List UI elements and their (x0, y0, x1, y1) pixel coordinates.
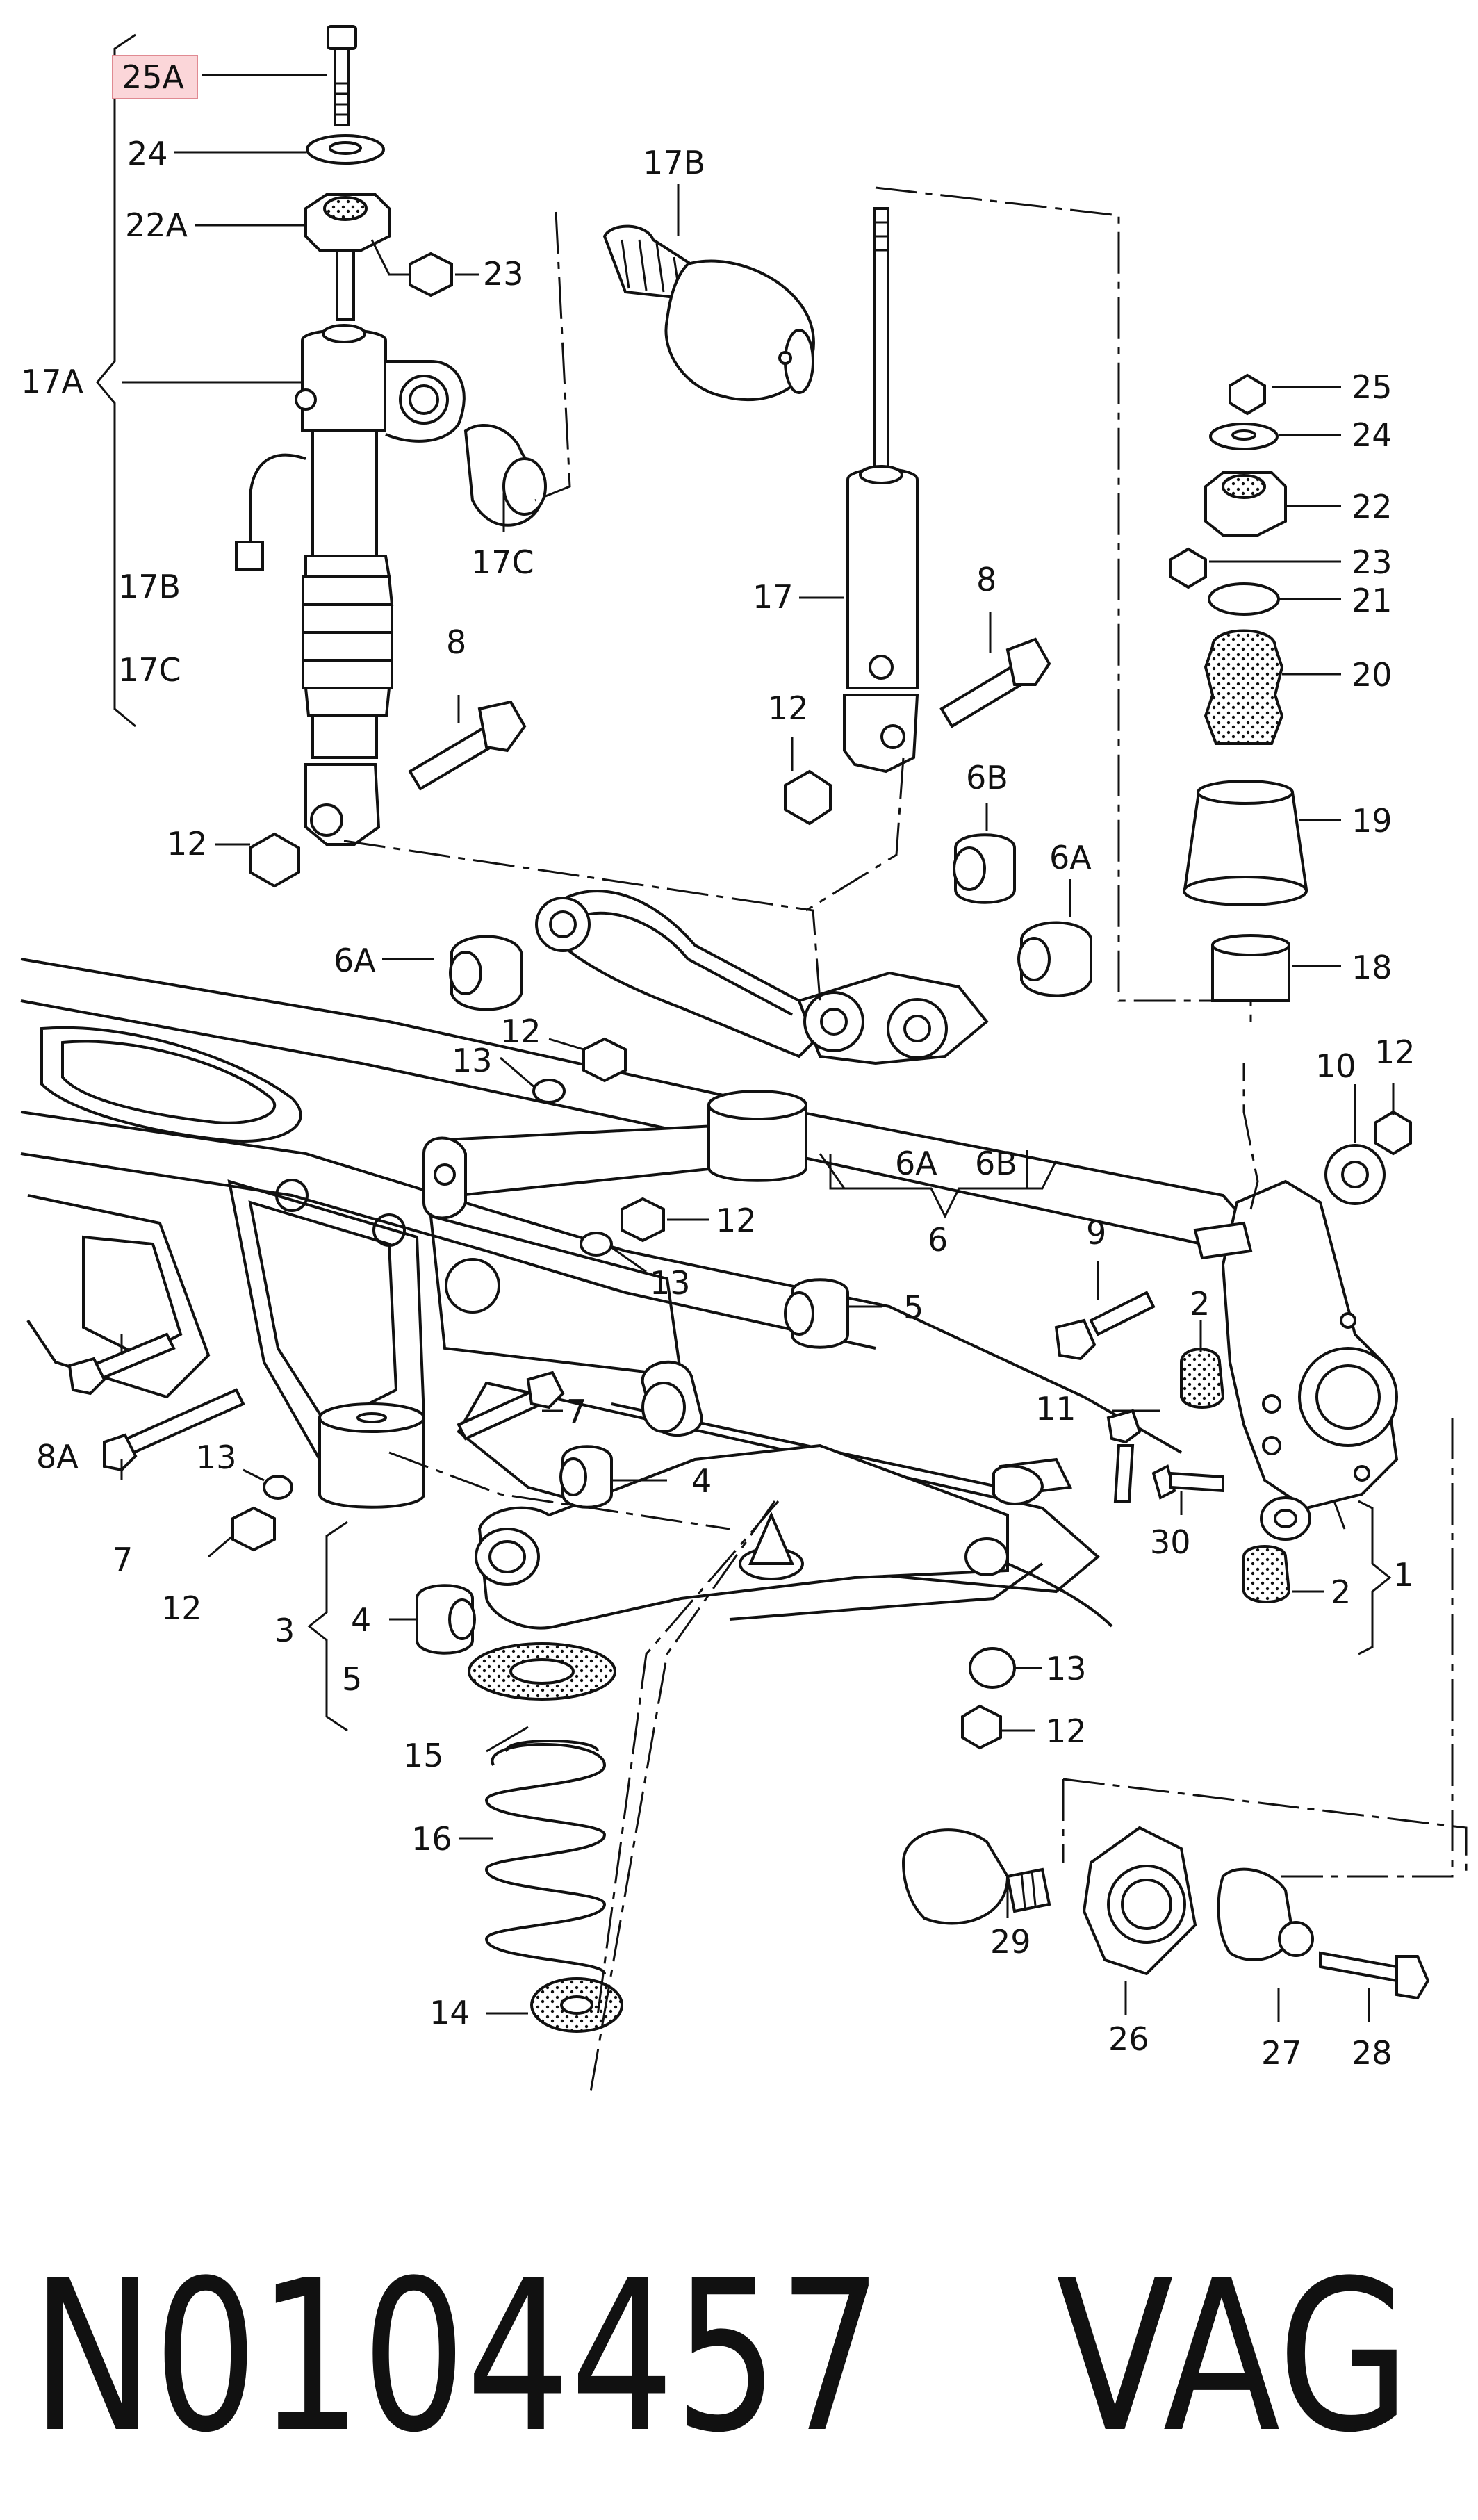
callout-23-right[interactable]: 23 (1352, 543, 1393, 581)
callout-15[interactable]: 15 (403, 1737, 444, 1774)
callout-12-low[interactable]: 12 (161, 1589, 202, 1627)
callout-17[interactable]: 17 (753, 578, 794, 616)
callout-8-left[interactable]: 8 (446, 623, 466, 661)
upper-control-arms-6 (422, 833, 1092, 1257)
callout-10[interactable]: 10 (1315, 1047, 1356, 1085)
callout-19[interactable]: 19 (1352, 802, 1393, 840)
callout-25A-top[interactable]: 25A (122, 58, 185, 96)
callout-13-link[interactable]: 13 (1046, 1650, 1087, 1687)
callout-27[interactable]: 27 (1261, 2034, 1302, 2072)
callout-8-mid[interactable]: 8 (976, 561, 996, 598)
nut-12-left (249, 832, 300, 888)
hub-assembly (901, 1826, 1430, 2000)
callout-4-top[interactable]: 4 (691, 1462, 712, 1500)
callout-12-link[interactable]: 12 (1046, 1712, 1087, 1750)
coil-spring (468, 1642, 623, 2033)
callout-22A[interactable]: 22A (125, 206, 188, 244)
callout-9[interactable]: 9 (1086, 1214, 1106, 1252)
callout-6B-top[interactable]: 6B (966, 759, 1008, 796)
air-spring-17B (602, 224, 815, 402)
callout-6A-right[interactable]: 6A (1049, 839, 1092, 876)
callout-26[interactable]: 26 (1108, 2020, 1149, 2058)
callout-17B-list[interactable]: 17B (118, 568, 181, 605)
callout-13-low[interactable]: 13 (196, 1439, 237, 1476)
callout-13-arm-b[interactable]: 13 (650, 1264, 691, 1302)
callout-23-top[interactable]: 23 (483, 255, 524, 293)
shock-absorber-17 (843, 207, 919, 774)
callout-6A-group[interactable]: 6A (895, 1145, 937, 1182)
callout-13-arm-a[interactable]: 13 (452, 1042, 493, 1079)
subframe (20, 958, 1280, 1628)
callout-2-top[interactable]: 2 (1190, 1285, 1210, 1323)
wheel-knuckle (961, 1110, 1412, 1750)
leader-lines (96, 33, 1395, 2022)
brand-name: VAG (1056, 2236, 1411, 2478)
callout-12-arm-a[interactable]: 12 (500, 1013, 541, 1050)
callout-14[interactable]: 14 (429, 1994, 470, 2031)
part-number: N0104457 (31, 2236, 882, 2478)
callout-17C-right[interactable]: 17C (471, 543, 534, 581)
callout-7-low[interactable]: 7 (113, 1541, 133, 1578)
callout-30[interactable]: 30 (1150, 1523, 1191, 1561)
callout-4-low[interactable]: 4 (351, 1601, 371, 1639)
bolt-8-mid (939, 637, 1051, 728)
callout-21[interactable]: 21 (1352, 582, 1393, 619)
callout-24-right[interactable]: 24 (1352, 416, 1393, 454)
callout-16[interactable]: 16 (411, 1820, 452, 1858)
bolt-8-left (408, 700, 527, 791)
callout-17C-list[interactable]: 17C (118, 651, 181, 689)
callout-17A[interactable]: 17A (21, 363, 84, 400)
callout-2-low[interactable]: 2 (1331, 1573, 1351, 1611)
highlight-25A (112, 55, 198, 99)
callout-25-right[interactable]: 25 (1352, 368, 1393, 406)
callout-5-low[interactable]: 5 (342, 1660, 362, 1698)
strut-assembly-17A (235, 25, 547, 846)
callout-12-mid[interactable]: 12 (768, 689, 809, 727)
callout-12-knuckle[interactable]: 12 (1374, 1033, 1415, 1071)
callout-1[interactable]: 1 (1393, 1556, 1413, 1594)
callout-7-mid[interactable]: 7 (566, 1393, 586, 1430)
callout-29[interactable]: 29 (990, 1923, 1031, 1961)
callout-5-top[interactable]: 5 (903, 1288, 923, 1326)
callout-6B-group[interactable]: 6B (975, 1145, 1017, 1182)
callout-11[interactable]: 11 (1035, 1390, 1076, 1427)
callout-12-arm-b[interactable]: 12 (716, 1202, 757, 1239)
right-mount-stack (1169, 373, 1308, 1002)
callout-6A-left[interactable]: 6A (334, 942, 376, 979)
lower-arm (67, 1278, 1009, 1655)
callout-3[interactable]: 3 (274, 1612, 295, 1649)
callout-20[interactable]: 20 (1352, 656, 1393, 694)
connection-lines (343, 186, 1468, 2093)
callout-22-right[interactable]: 22 (1352, 488, 1393, 525)
callout-28[interactable]: 28 (1352, 2034, 1393, 2072)
callout-12-left[interactable]: 12 (167, 825, 208, 862)
callout-labels: 25A 24 22A 23 17B 17A 17C 17B 17C 8 12 1… (21, 58, 1415, 2072)
callout-24-top[interactable]: 24 (127, 135, 168, 172)
callout-8A[interactable]: 8A (36, 1438, 79, 1475)
nut-12-mid (784, 769, 832, 826)
callout-6[interactable]: 6 (928, 1221, 948, 1259)
callout-18[interactable]: 18 (1352, 949, 1393, 986)
callout-17B-top[interactable]: 17B (643, 144, 705, 181)
